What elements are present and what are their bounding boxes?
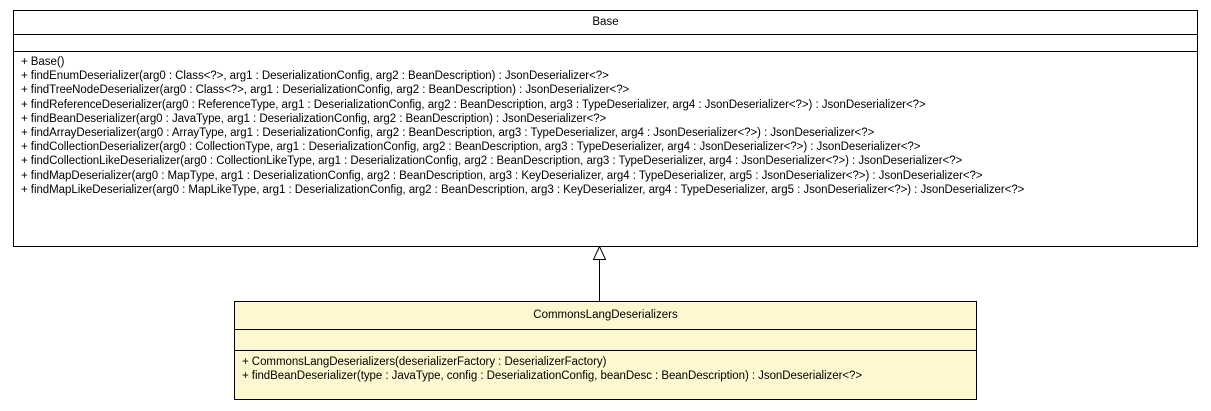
class-attributes-compartment-subclass bbox=[235, 329, 976, 350]
operation-row: + findTreeNodeDeserializer(arg0 : Class<… bbox=[21, 84, 630, 97]
class-title-base: Base bbox=[592, 16, 619, 28]
operation-row: + findReferenceDeserializer(arg0 : Refer… bbox=[21, 98, 926, 111]
operation-row: + CommonsLangDeserializers(deserializerF… bbox=[242, 356, 607, 368]
operation-row: + findCollectionLikeDeserializer(arg0 : … bbox=[21, 155, 963, 168]
class-attributes-compartment-base bbox=[14, 34, 1197, 51]
operation-row: + findMapLikeDeserializer(arg0 : MapLike… bbox=[21, 183, 1025, 196]
class-box-base[interactable]: Base + Base() + findEnumDeserializer(arg… bbox=[13, 10, 1198, 247]
class-title-subclass: CommonsLangDeserializers bbox=[533, 309, 678, 321]
connector-line bbox=[599, 260, 600, 302]
hollow-triangle-icon bbox=[592, 246, 607, 260]
operation-row: + findBeanDeserializer(arg0 : JavaType, … bbox=[21, 112, 607, 125]
class-operations-compartment-subclass: + CommonsLangDeserializers(deserializerF… bbox=[235, 350, 976, 387]
class-name-compartment-base: Base bbox=[14, 11, 1197, 34]
operation-row: + findEnumDeserializer(arg0 : Class<?>, … bbox=[21, 70, 609, 83]
operation-row: + findMapDeserializer(arg0 : MapType, ar… bbox=[21, 169, 983, 182]
class-name-compartment-subclass: CommonsLangDeserializers bbox=[235, 302, 976, 329]
class-box-commonslangdeserializers[interactable]: CommonsLangDeserializers + CommonsLangDe… bbox=[234, 301, 977, 400]
operation-row: + findBeanDeserializer(type : JavaType, … bbox=[242, 370, 863, 383]
generalization-connector[interactable] bbox=[598, 246, 601, 302]
operation-row: + findArrayDeserializer(arg0 : ArrayType… bbox=[21, 127, 875, 140]
operation-row: + Base() bbox=[21, 56, 65, 68]
class-operations-compartment-base: + Base() + findEnumDeserializer(arg0 : C… bbox=[14, 51, 1197, 200]
operation-row: + findCollectionDeserializer(arg0 : Coll… bbox=[21, 141, 921, 154]
